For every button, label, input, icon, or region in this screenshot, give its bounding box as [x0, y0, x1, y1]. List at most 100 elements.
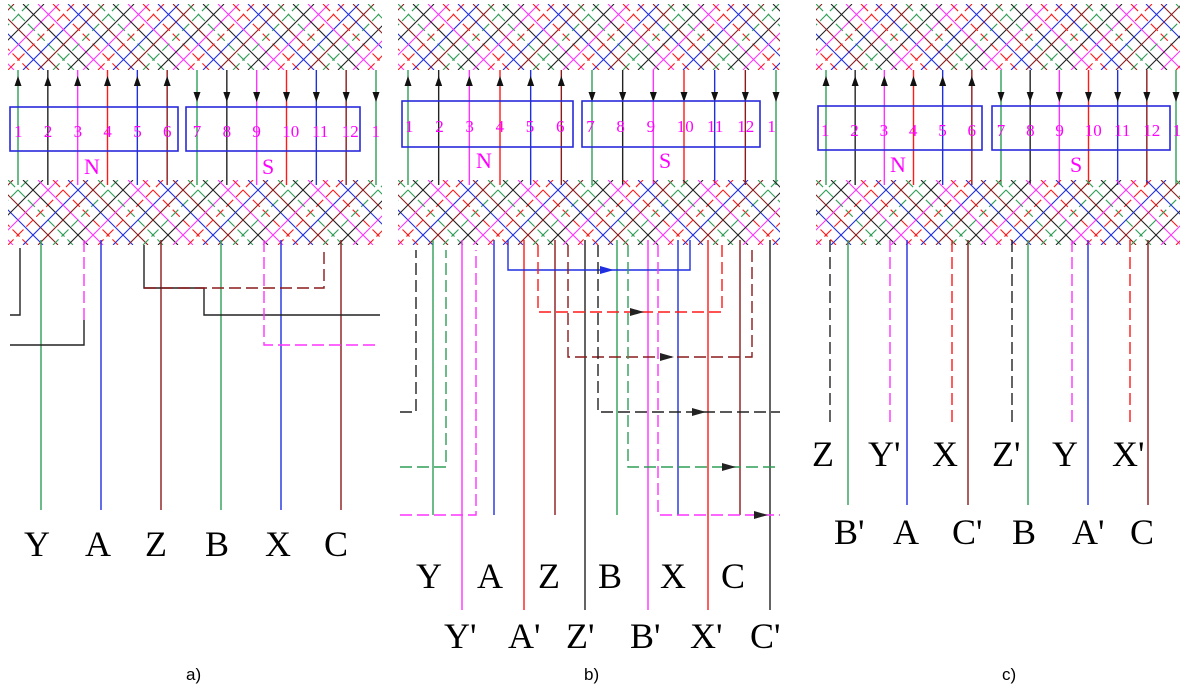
- coil-end-line: [367, 230, 382, 245]
- coil-end-line: [818, 4, 884, 70]
- current-direction-arrow: [104, 76, 111, 86]
- coil-end-line: [727, 192, 780, 245]
- coil-end-line: [8, 18, 60, 70]
- coil-end-line: [818, 4, 884, 70]
- coil-end-line: [696, 180, 761, 245]
- terminal-label: Y: [24, 524, 50, 564]
- slot-number: 9: [1055, 121, 1064, 140]
- current-direction-arrow: [1055, 92, 1063, 102]
- coil-end-line: [1145, 35, 1180, 70]
- coil-end-line: [398, 4, 450, 56]
- coil-end-line: [860, 180, 927, 245]
- coil-end-line: [622, 180, 689, 245]
- current-direction-arrow: [822, 76, 830, 86]
- coil-end-line: [833, 4, 899, 70]
- coil-end-line: [1115, 5, 1180, 70]
- coil-end-line: [8, 4, 30, 26]
- coil-end-line: [352, 40, 382, 70]
- terminal-labels: Y A Z B X C: [24, 524, 348, 564]
- coil-end-line: [1070, 4, 1138, 70]
- coil-end-line: [1100, 4, 1168, 70]
- coil-end-line: [816, 63, 823, 70]
- current-direction-arrow: [435, 76, 443, 86]
- coil-end-line: [816, 4, 883, 70]
- terminal-label: B': [834, 512, 865, 552]
- current-direction-arrow: [223, 92, 231, 102]
- coil-end-line: [950, 180, 1017, 245]
- coil-end-line: [1025, 180, 1092, 245]
- coil-end-line: [1085, 180, 1152, 245]
- coil-end-line: [726, 180, 791, 245]
- coil-end-line: [262, 180, 329, 245]
- coil-end-line: [818, 180, 883, 245]
- coil-end-line: [696, 4, 762, 70]
- coil-end-line: [367, 4, 382, 19]
- coil-end-line: [1130, 4, 1180, 54]
- slot-number: 1: [372, 122, 381, 141]
- current-direction-arrow: [939, 76, 947, 86]
- coil-end-line: [845, 180, 912, 245]
- coil-end-line: [682, 180, 749, 245]
- coil-end-line: [995, 4, 1063, 70]
- coil-end-line: [8, 48, 30, 70]
- end-winding-top: [696, 4, 1180, 70]
- slot-number: 10: [677, 117, 694, 136]
- slot-conductors: [404, 70, 780, 185]
- slot-conductors: [14, 70, 380, 185]
- coil-end-line: [1160, 50, 1180, 70]
- coil-end-line: [803, 180, 868, 245]
- slot-number: 12: [342, 122, 359, 141]
- coil-end-line: [67, 180, 134, 245]
- coil-end-line: [711, 4, 777, 70]
- slot-number: 1: [14, 122, 23, 141]
- coil-end-line: [1175, 240, 1180, 245]
- coil-end-line: [727, 17, 780, 70]
- north-pole-label: N: [84, 154, 100, 179]
- coil-end-line: [890, 4, 958, 70]
- coil-end-line: [427, 180, 494, 245]
- panel-caption-a: a): [186, 665, 201, 684]
- terminal-label: X: [932, 434, 958, 474]
- coil-end-line: [22, 4, 90, 70]
- coil-end-line: [845, 4, 913, 70]
- terminal-label: C': [750, 616, 781, 656]
- coil-end-line: [833, 4, 899, 70]
- terminal-label: B: [205, 524, 229, 564]
- coil-end-line: [562, 4, 630, 70]
- north-pole-label: N: [476, 148, 492, 173]
- coil-end-line: [8, 4, 15, 11]
- slot-number: 12: [1143, 121, 1160, 140]
- coil-end-line: [307, 180, 374, 245]
- coil-end-line: [187, 180, 254, 245]
- coil-end-line: [217, 180, 284, 245]
- coil-end-line: [217, 4, 285, 70]
- coil-end-line: [711, 180, 776, 245]
- coil-end-line: [607, 180, 674, 245]
- coil-end-line: [232, 180, 299, 245]
- current-direction-arrow: [851, 76, 859, 86]
- slot-conductors: [822, 70, 1180, 185]
- slot-number: 8: [616, 117, 625, 136]
- coil-end-line: [412, 180, 479, 245]
- coil-end-line: [457, 180, 524, 245]
- coil-end-line: [830, 180, 897, 245]
- coil-end-line: [833, 180, 898, 245]
- coil-end-line: [398, 180, 464, 245]
- slot-number: 6: [556, 117, 565, 136]
- coil-end-line: [726, 4, 792, 70]
- coil-end-line: [398, 224, 419, 245]
- slot-number: 4: [909, 121, 918, 140]
- end-winding-bottom: [8, 180, 382, 245]
- terminal-label: Z: [538, 556, 560, 596]
- slot-number: 1: [821, 121, 830, 140]
- north-pole-label: N: [890, 152, 906, 177]
- terminal-label: A: [477, 556, 503, 596]
- coil-end-line: [995, 180, 1062, 245]
- north-pole-box: [9, 106, 179, 152]
- coil-end-line: [8, 180, 44, 216]
- coil-end-line: [502, 4, 570, 70]
- coil-end-line: [517, 4, 585, 70]
- coil-end-line: [172, 4, 240, 70]
